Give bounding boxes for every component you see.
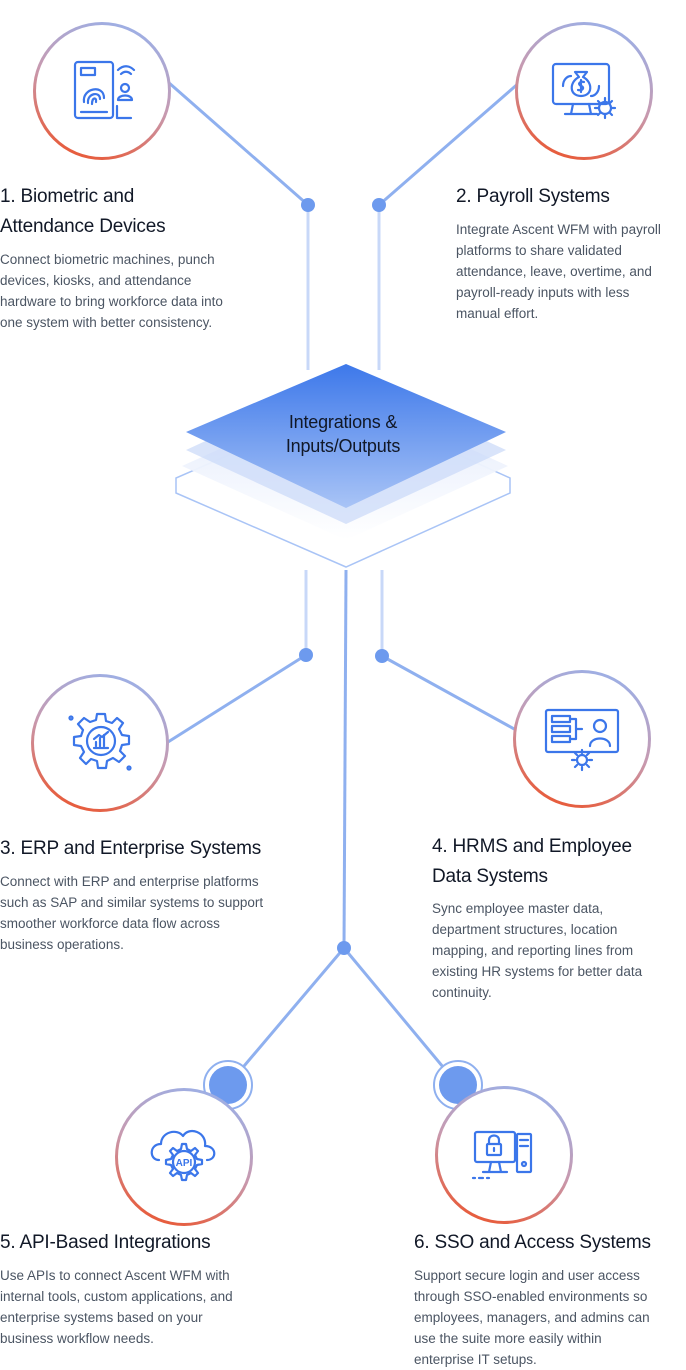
title-api: 5. API-Based Integrations [0,1232,211,1253]
hub-stack [175,364,511,568]
desc-sso: Support secure login and user access thr… [414,1268,650,1367]
junction-dot-large [439,1066,477,1104]
sso-lock-icon [471,1130,533,1180]
node-sso [435,1086,573,1224]
junction-dot [301,198,315,212]
line-payroll [378,80,521,207]
junction-dot [375,649,389,663]
title-biometric: 1. Biometric and Attendance Devices [0,186,166,237]
node-erp [31,674,169,812]
title-payroll: 2. Payroll Systems [456,186,610,207]
payroll-monitor-icon [551,62,617,120]
line-api [226,947,346,1086]
junction-dot [372,198,386,212]
title-erp: 3. ERP and Enterprise Systems [0,838,262,859]
desc-biometric: Connect biometric machines, punch device… [0,252,223,330]
node-api: API [115,1088,253,1226]
node-biometric [33,22,171,160]
title-sso: 6. SSO and Access Systems [414,1232,651,1253]
junction-dot [337,941,351,955]
hub-label: Integrations & Inputs/Outputs [285,412,401,456]
hub-top-diamond [186,364,506,508]
line-biometric [167,80,309,207]
junction-dot [299,648,313,662]
desc-api: Use APIs to connect Ascent WFM with inte… [0,1268,233,1346]
junction-dot-large [209,1066,247,1104]
hrms-board-icon [544,708,620,772]
line-trunk [342,569,348,949]
node-hrms [513,670,651,808]
api-cloud-icon: API [150,1129,216,1182]
biometric-scanner-icon [73,60,136,120]
desc-hrms: Sync employee master data, department st… [432,901,643,1000]
line-erp [167,653,307,744]
line-sso [342,947,460,1086]
desc-payroll: Integrate Ascent WFM with payroll platfo… [456,222,661,321]
line-hrms [381,654,517,732]
node-payroll [515,22,653,160]
api-icon-text: API [176,1158,193,1169]
erp-gear-icon [68,712,132,771]
title-hrms: 4. HRMS and Employee Data Systems [432,836,632,887]
desc-erp: Connect with ERP and enterprise platform… [0,874,264,952]
